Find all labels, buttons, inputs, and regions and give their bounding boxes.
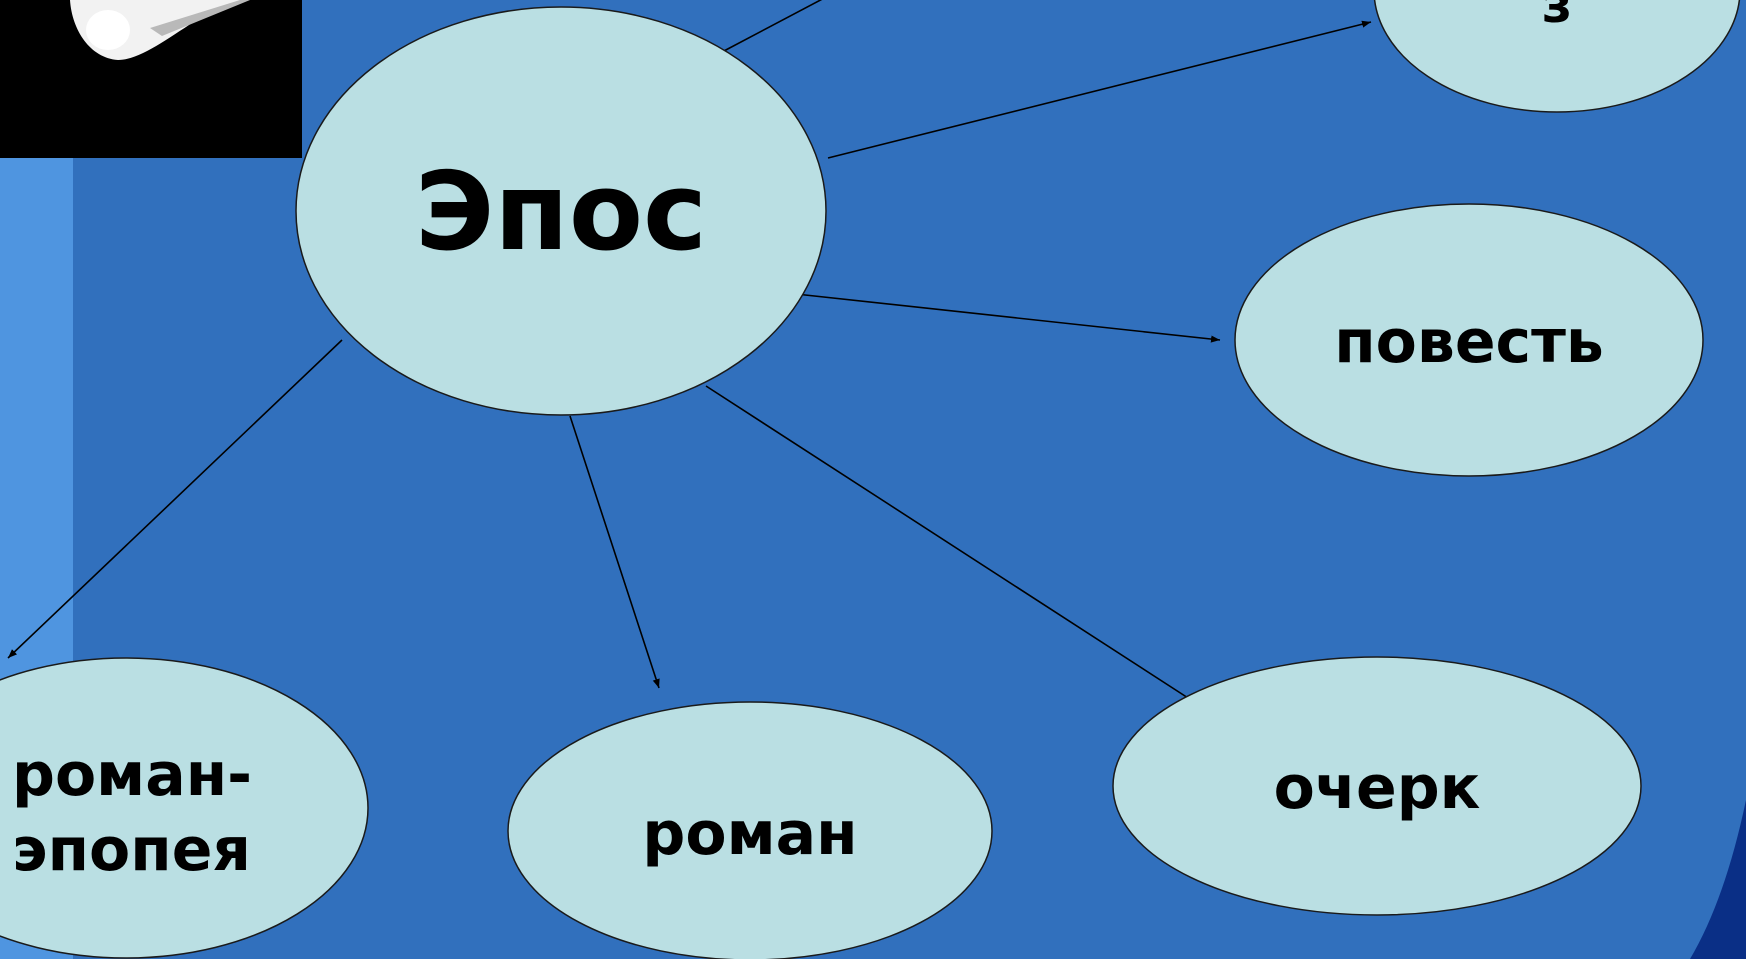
- node-epos: Эпос: [295, 6, 827, 416]
- node-povest-label: повесть: [1334, 307, 1604, 377]
- node-top-right-label: з: [1542, 0, 1572, 35]
- node-roman-epopeya-label: роман- эпопея: [12, 740, 273, 885]
- edge-to-povest: [795, 293, 1221, 343]
- edge-to-roman-epopeya: [7, 339, 343, 659]
- node-epos-label: Эпос: [415, 150, 707, 275]
- node-ocherk: очерк: [1112, 656, 1642, 916]
- edge-to-offscreen-top: [721, 0, 823, 53]
- node-roman-epopeya-line2: эпопея: [12, 815, 251, 885]
- edge-to-roman: [569, 415, 660, 689]
- node-ocherk-label: очерк: [1274, 753, 1481, 823]
- node-top-right: з: [1373, 0, 1741, 113]
- node-roman: роман: [507, 701, 993, 959]
- corner-arc-decoration: [1690, 800, 1746, 959]
- edge-to-top-right: [827, 20, 1372, 159]
- node-povest: повесть: [1234, 203, 1704, 477]
- edges: [7, 0, 1372, 719]
- node-roman-epopeya: роман- эпопея: [0, 657, 369, 959]
- corner-photo: [0, 0, 302, 158]
- edge-to-ocherk: [705, 385, 1220, 719]
- node-roman-epopeya-line1: роман-: [12, 740, 252, 810]
- node-roman-label: роман: [642, 799, 857, 869]
